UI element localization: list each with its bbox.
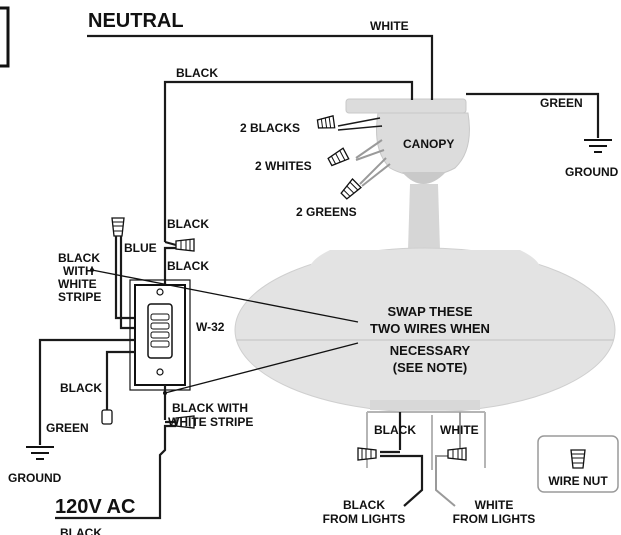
canopy-white-wire-1 xyxy=(355,139,383,159)
note-pointer-dot-upper xyxy=(90,268,94,272)
switch-screw-bottom xyxy=(156,368,164,376)
switch-key-2[interactable] xyxy=(150,322,170,330)
switch-black-wire xyxy=(163,240,177,290)
switch-key-3[interactable] xyxy=(150,331,170,339)
wire-nut-upper-black-icon xyxy=(175,238,195,252)
white-top-label: WHITE xyxy=(370,19,409,33)
black-lower-upper-label: BLACK xyxy=(167,259,209,273)
from-lights-black-label-1: BLACK xyxy=(343,498,385,512)
bws-label-3: WHITE xyxy=(58,277,97,291)
light-white-label: WHITE xyxy=(440,423,479,437)
neutral-label: NEUTRAL xyxy=(88,10,184,32)
note-pointer-dot-lower xyxy=(163,391,167,395)
switch-screw-top xyxy=(156,288,164,296)
black-capped-wire xyxy=(105,350,135,412)
w32-label: W-32 xyxy=(196,320,225,334)
black-supply-wire xyxy=(163,80,414,242)
canopy-black-wire-2 xyxy=(337,125,383,131)
note-line-4: (SEE NOTE) xyxy=(393,360,467,375)
wire-nut-whites-icon xyxy=(327,147,350,167)
wire-nut-lower-icon xyxy=(175,415,195,429)
mounting-plate xyxy=(345,98,467,114)
canopy-label: CANOPY xyxy=(403,137,454,151)
canopy-green-wire-2 xyxy=(361,163,391,187)
bws-right-label-1: BLACK WITH xyxy=(172,401,248,415)
wire-nut-greens-icon xyxy=(340,178,362,200)
light-black-wire xyxy=(380,412,424,507)
note-line-3: NECESSARY xyxy=(390,343,471,358)
light-black-label: BLACK xyxy=(374,423,416,437)
canopy-green-wire-1 xyxy=(359,157,387,185)
bws-right-label-2: WHITE STRIPE xyxy=(168,415,253,429)
green-wire-left xyxy=(38,338,135,445)
green-right-label: GREEN xyxy=(540,96,583,110)
wire-cap-icon xyxy=(101,409,113,425)
from-lights-white-label-2: FROM LIGHTS xyxy=(453,512,536,526)
motor-top xyxy=(309,250,541,275)
switch-keypad[interactable] xyxy=(147,303,173,359)
black-top-label: BLACK xyxy=(176,66,218,80)
note-pointer-upper xyxy=(91,269,359,323)
green-left-label: GREEN xyxy=(46,421,89,435)
ground-left-label: GROUND xyxy=(8,471,62,485)
switch-plate xyxy=(129,279,191,391)
wire-nut-blue-icon xyxy=(111,217,125,237)
wire-nut-blacks-icon xyxy=(316,115,336,129)
downrod xyxy=(408,184,440,250)
light-kit-plate xyxy=(370,400,480,410)
ground-symbol-right xyxy=(584,139,612,153)
black-left-label: BLACK xyxy=(60,381,102,395)
ac-label: 120V AC xyxy=(55,496,135,518)
from-lights-white-label-1: WHITE xyxy=(475,498,514,512)
wire-nut-light-white-icon xyxy=(447,447,467,461)
switch-key-1[interactable] xyxy=(150,313,170,321)
bws-label-1: BLACK xyxy=(58,251,100,265)
two-whites-label: 2 WHITES xyxy=(255,159,312,173)
from-lights-black-label-2: FROM LIGHTS xyxy=(323,512,406,526)
blue-wire xyxy=(114,236,135,320)
ground-right-label: GROUND xyxy=(565,165,619,179)
canopy-collar xyxy=(402,172,446,184)
neutral-wire xyxy=(87,34,434,100)
bws-label-2: WITH xyxy=(63,264,94,278)
wire-nut-legend-icon xyxy=(570,449,586,469)
bws-label-4: STRIPE xyxy=(58,290,101,304)
note-line-2: TWO WIRES WHEN xyxy=(370,321,490,336)
wire-nut-light-black-icon xyxy=(357,447,377,461)
canopy-white-wire-2 xyxy=(355,149,385,161)
frame-edge xyxy=(0,6,10,68)
blue-label: BLUE xyxy=(124,241,157,255)
ground-symbol-left xyxy=(26,446,54,460)
green-wire-right xyxy=(466,92,600,138)
light-kit-bracket xyxy=(366,411,486,468)
black-bottom-label: BLACK xyxy=(60,526,102,535)
black-upper-label: BLACK xyxy=(167,217,209,231)
two-blacks-label: 2 BLACKS xyxy=(240,121,300,135)
note-pointer-lower xyxy=(164,342,359,394)
note-line-1: SWAP THESE xyxy=(387,304,472,319)
canopy-black-wire-1 xyxy=(337,117,381,127)
wire-nut-legend-label: WIRE NUT xyxy=(548,474,608,488)
switch-key-4[interactable] xyxy=(150,340,170,348)
ac-black-wire xyxy=(55,420,176,520)
two-greens-label: 2 GREENS xyxy=(296,205,357,219)
